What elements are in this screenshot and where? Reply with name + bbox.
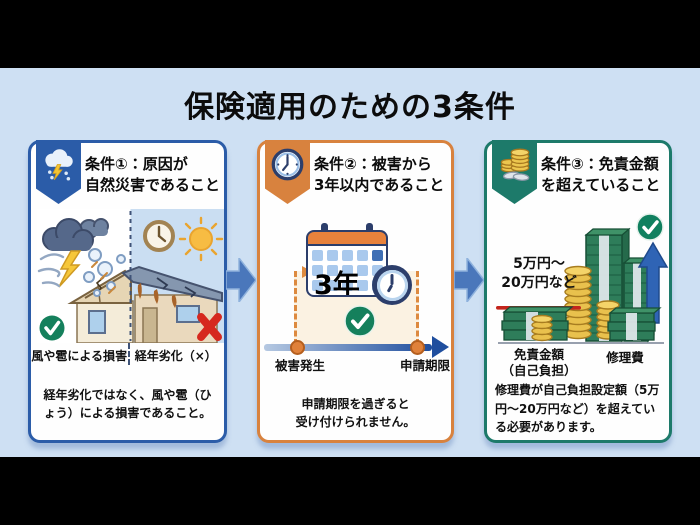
wall-clock-icon: [143, 220, 175, 252]
rust-stain: [153, 289, 159, 304]
deductible-label: 免責金額 （自己負担）: [501, 347, 577, 379]
check-icon: [344, 305, 376, 337]
condition-3-heading: 条件③：免責金額 を超えていること: [541, 155, 661, 194]
condition-2-caption: 申請期限を過ぎると 受け付けられません。: [295, 397, 416, 429]
deductible-coin-stack: [531, 314, 553, 342]
condition-1-panel: 条件①：原因が 自然災害であること: [28, 140, 227, 443]
storm-damage-label: 風や雹による損害: [31, 349, 128, 363]
condition-2-heading: 条件②：被害から 3年以内であること: [314, 155, 445, 194]
condition-1-ribbon: [36, 140, 81, 204]
condition-3-panel: 条件③：免責金額 を超えていること: [484, 140, 672, 443]
repair-cost-label: 修理費: [606, 350, 644, 365]
timeline-arrowhead-icon: [432, 336, 449, 358]
wind-swirls: [37, 253, 65, 288]
condition-3-illustration: [496, 213, 669, 344]
deadline-clock-icon: [372, 265, 412, 305]
rust-stain: [171, 295, 177, 308]
front-banknote-bundle: [607, 307, 662, 341]
sun-icon: [178, 216, 224, 262]
letterbox-top: [0, 0, 700, 68]
coin-stack-icon: [500, 148, 530, 181]
flow-arrow-icon: [226, 258, 256, 302]
timeline-bar: [264, 344, 432, 351]
condition-1-illustration: [37, 209, 224, 343]
check-icon: [39, 315, 65, 341]
damage-start-dot: [290, 340, 305, 355]
condition-1-caption: 経年劣化ではなく、風や雹（ひょう）による損害であること。: [43, 388, 212, 420]
condition-2-panel: 条件②：被害から 3年以内であること: [257, 140, 454, 443]
label-divider: [128, 343, 130, 365]
check-icon: [636, 213, 664, 241]
storm-clouds: [42, 218, 109, 251]
lightning-icon: [58, 250, 82, 288]
clock-icon: [271, 148, 304, 181]
deductible-amount-note: 5万円〜 20万円など: [501, 256, 577, 291]
impact-dashes: [91, 261, 116, 294]
rust-stain: [137, 283, 142, 299]
condition-2-ribbon: [265, 140, 310, 204]
three-years-label: 3年: [314, 270, 360, 297]
deadline-dot: [410, 340, 425, 355]
calendar-header: [306, 230, 388, 246]
condition-1-heading: 条件①：原因が 自然災害であること: [85, 155, 220, 194]
letterbox-bottom: [0, 457, 700, 525]
page-title: 保険適用のための3条件: [184, 90, 516, 125]
deadline-label: 申請期限: [399, 358, 450, 373]
cross-icon: [197, 313, 222, 341]
storm-cloud-icon: [45, 149, 73, 181]
flow-arrow-icon: [454, 258, 484, 302]
aging-label: 経年劣化（×）: [134, 349, 217, 363]
condition-1-labels: 風や雹による損害 経年劣化（×）: [31, 347, 224, 364]
damage-start-label: 被害発生: [274, 358, 325, 373]
condition-3-caption: 修理費が自己負担設定額（5万円〜20万円など）を超えている必要があります。: [495, 383, 660, 435]
condition-3-ribbon: [492, 140, 537, 204]
